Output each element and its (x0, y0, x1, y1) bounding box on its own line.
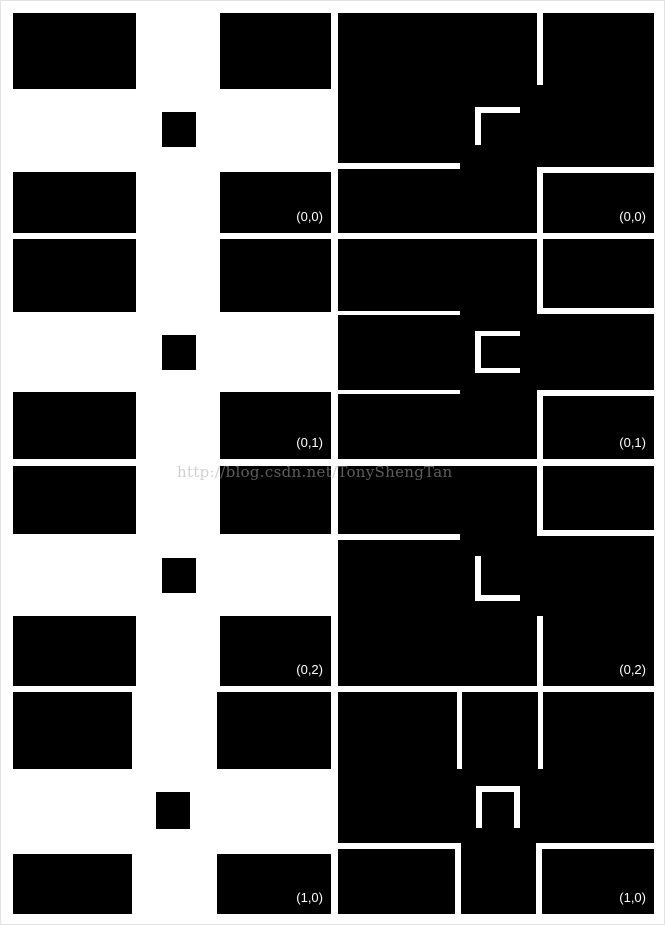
output-edges-row-1 (338, 13, 654, 233)
input-panel-row-1: (0,0) (13, 13, 331, 233)
input-panel-row-2: (0,1) (13, 239, 331, 459)
watermark-text: http://blog.csdn.net/TonyShengTan (177, 463, 453, 481)
input-label-row-1: (0,0) (296, 209, 323, 224)
output-panel-row-2: (0,1) (338, 239, 654, 459)
output-label-row-4: (1,0) (619, 890, 646, 905)
input-label-row-3: (0,2) (296, 662, 323, 677)
output-edges-row-4 (338, 692, 654, 914)
input-panel-row-3: (0,2) (13, 466, 331, 686)
input-label-row-4: (1,0) (296, 890, 323, 905)
input-label-row-2: (0,1) (296, 435, 323, 450)
output-edges-row-3 (338, 466, 654, 686)
output-label-row-1: (0,0) (619, 209, 646, 224)
output-panel-row-1: (0,0) (338, 13, 654, 233)
output-panel-row-3: (0,2) (338, 466, 654, 686)
output-edges-row-2 (338, 239, 654, 459)
input-pattern-row-2 (13, 239, 331, 459)
output-label-row-3: (0,2) (619, 662, 646, 677)
output-panel-row-4: (1,0) (338, 692, 654, 914)
input-pattern-row-1 (13, 13, 331, 233)
input-pattern-row-4 (13, 692, 331, 914)
input-panel-row-4: (1,0) (13, 692, 331, 914)
output-label-row-2: (0,1) (619, 435, 646, 450)
input-pattern-row-3 (13, 466, 331, 686)
